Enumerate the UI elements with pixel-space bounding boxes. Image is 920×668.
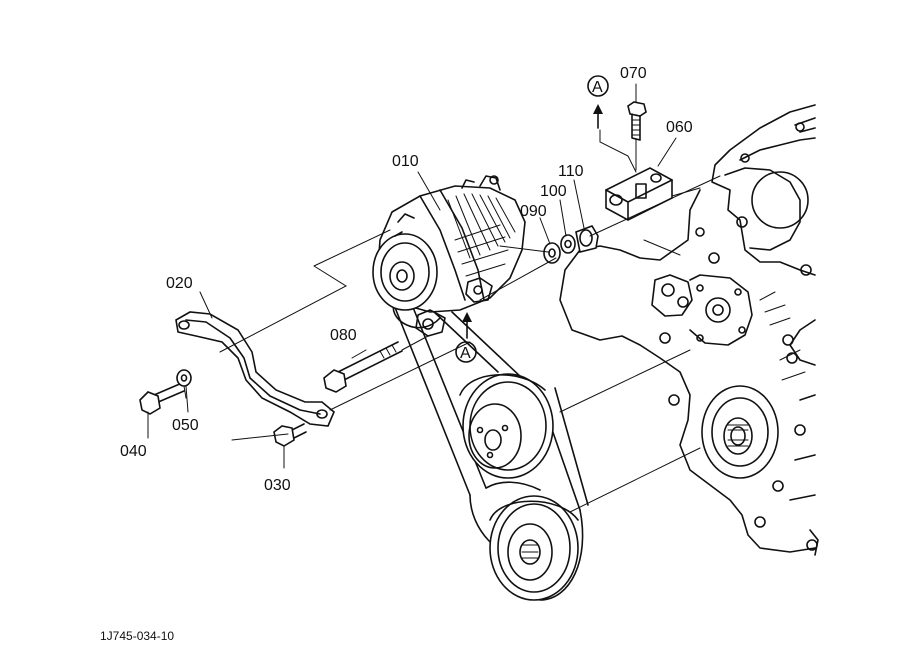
bolt-070 — [627, 101, 647, 141]
view-marker-upper: A — [592, 79, 603, 96]
bolt-030 — [273, 423, 307, 447]
bracket-060 — [605, 167, 673, 221]
bolt-080 — [323, 341, 403, 393]
callout-100: 100 — [540, 183, 567, 200]
callout-110: 110 — [558, 163, 584, 180]
adjusting-bar-020 — [175, 311, 335, 427]
callout-050: 050 — [172, 417, 199, 434]
callout-080: 080 — [330, 327, 357, 344]
alternator — [372, 175, 526, 337]
drawing-code: 1J745-034-10 — [100, 629, 174, 643]
washer-stack — [543, 225, 599, 264]
callout-010: 010 — [392, 153, 419, 170]
callout-030: 030 — [264, 477, 291, 494]
callout-060: 060 — [666, 119, 693, 136]
leader-lines — [147, 83, 677, 469]
water-pump-pulley — [459, 373, 554, 479]
bolt-040 — [139, 382, 185, 415]
crankshaft-pulley — [489, 495, 579, 601]
engine-block — [559, 104, 819, 556]
callout-070: 070 — [620, 65, 647, 82]
view-marker-lower: A — [460, 345, 471, 362]
washer-050 — [176, 369, 192, 387]
view-arrow-lower: A — [455, 312, 477, 363]
callout-090: 090 — [520, 203, 547, 220]
callout-020: 020 — [166, 275, 193, 292]
view-arrow-upper: A — [587, 75, 609, 129]
callout-labels: 010 020 030 040 050 060 070 080 090 100 … — [120, 65, 693, 494]
callout-040: 040 — [120, 443, 147, 460]
alignment-lines — [183, 129, 721, 513]
